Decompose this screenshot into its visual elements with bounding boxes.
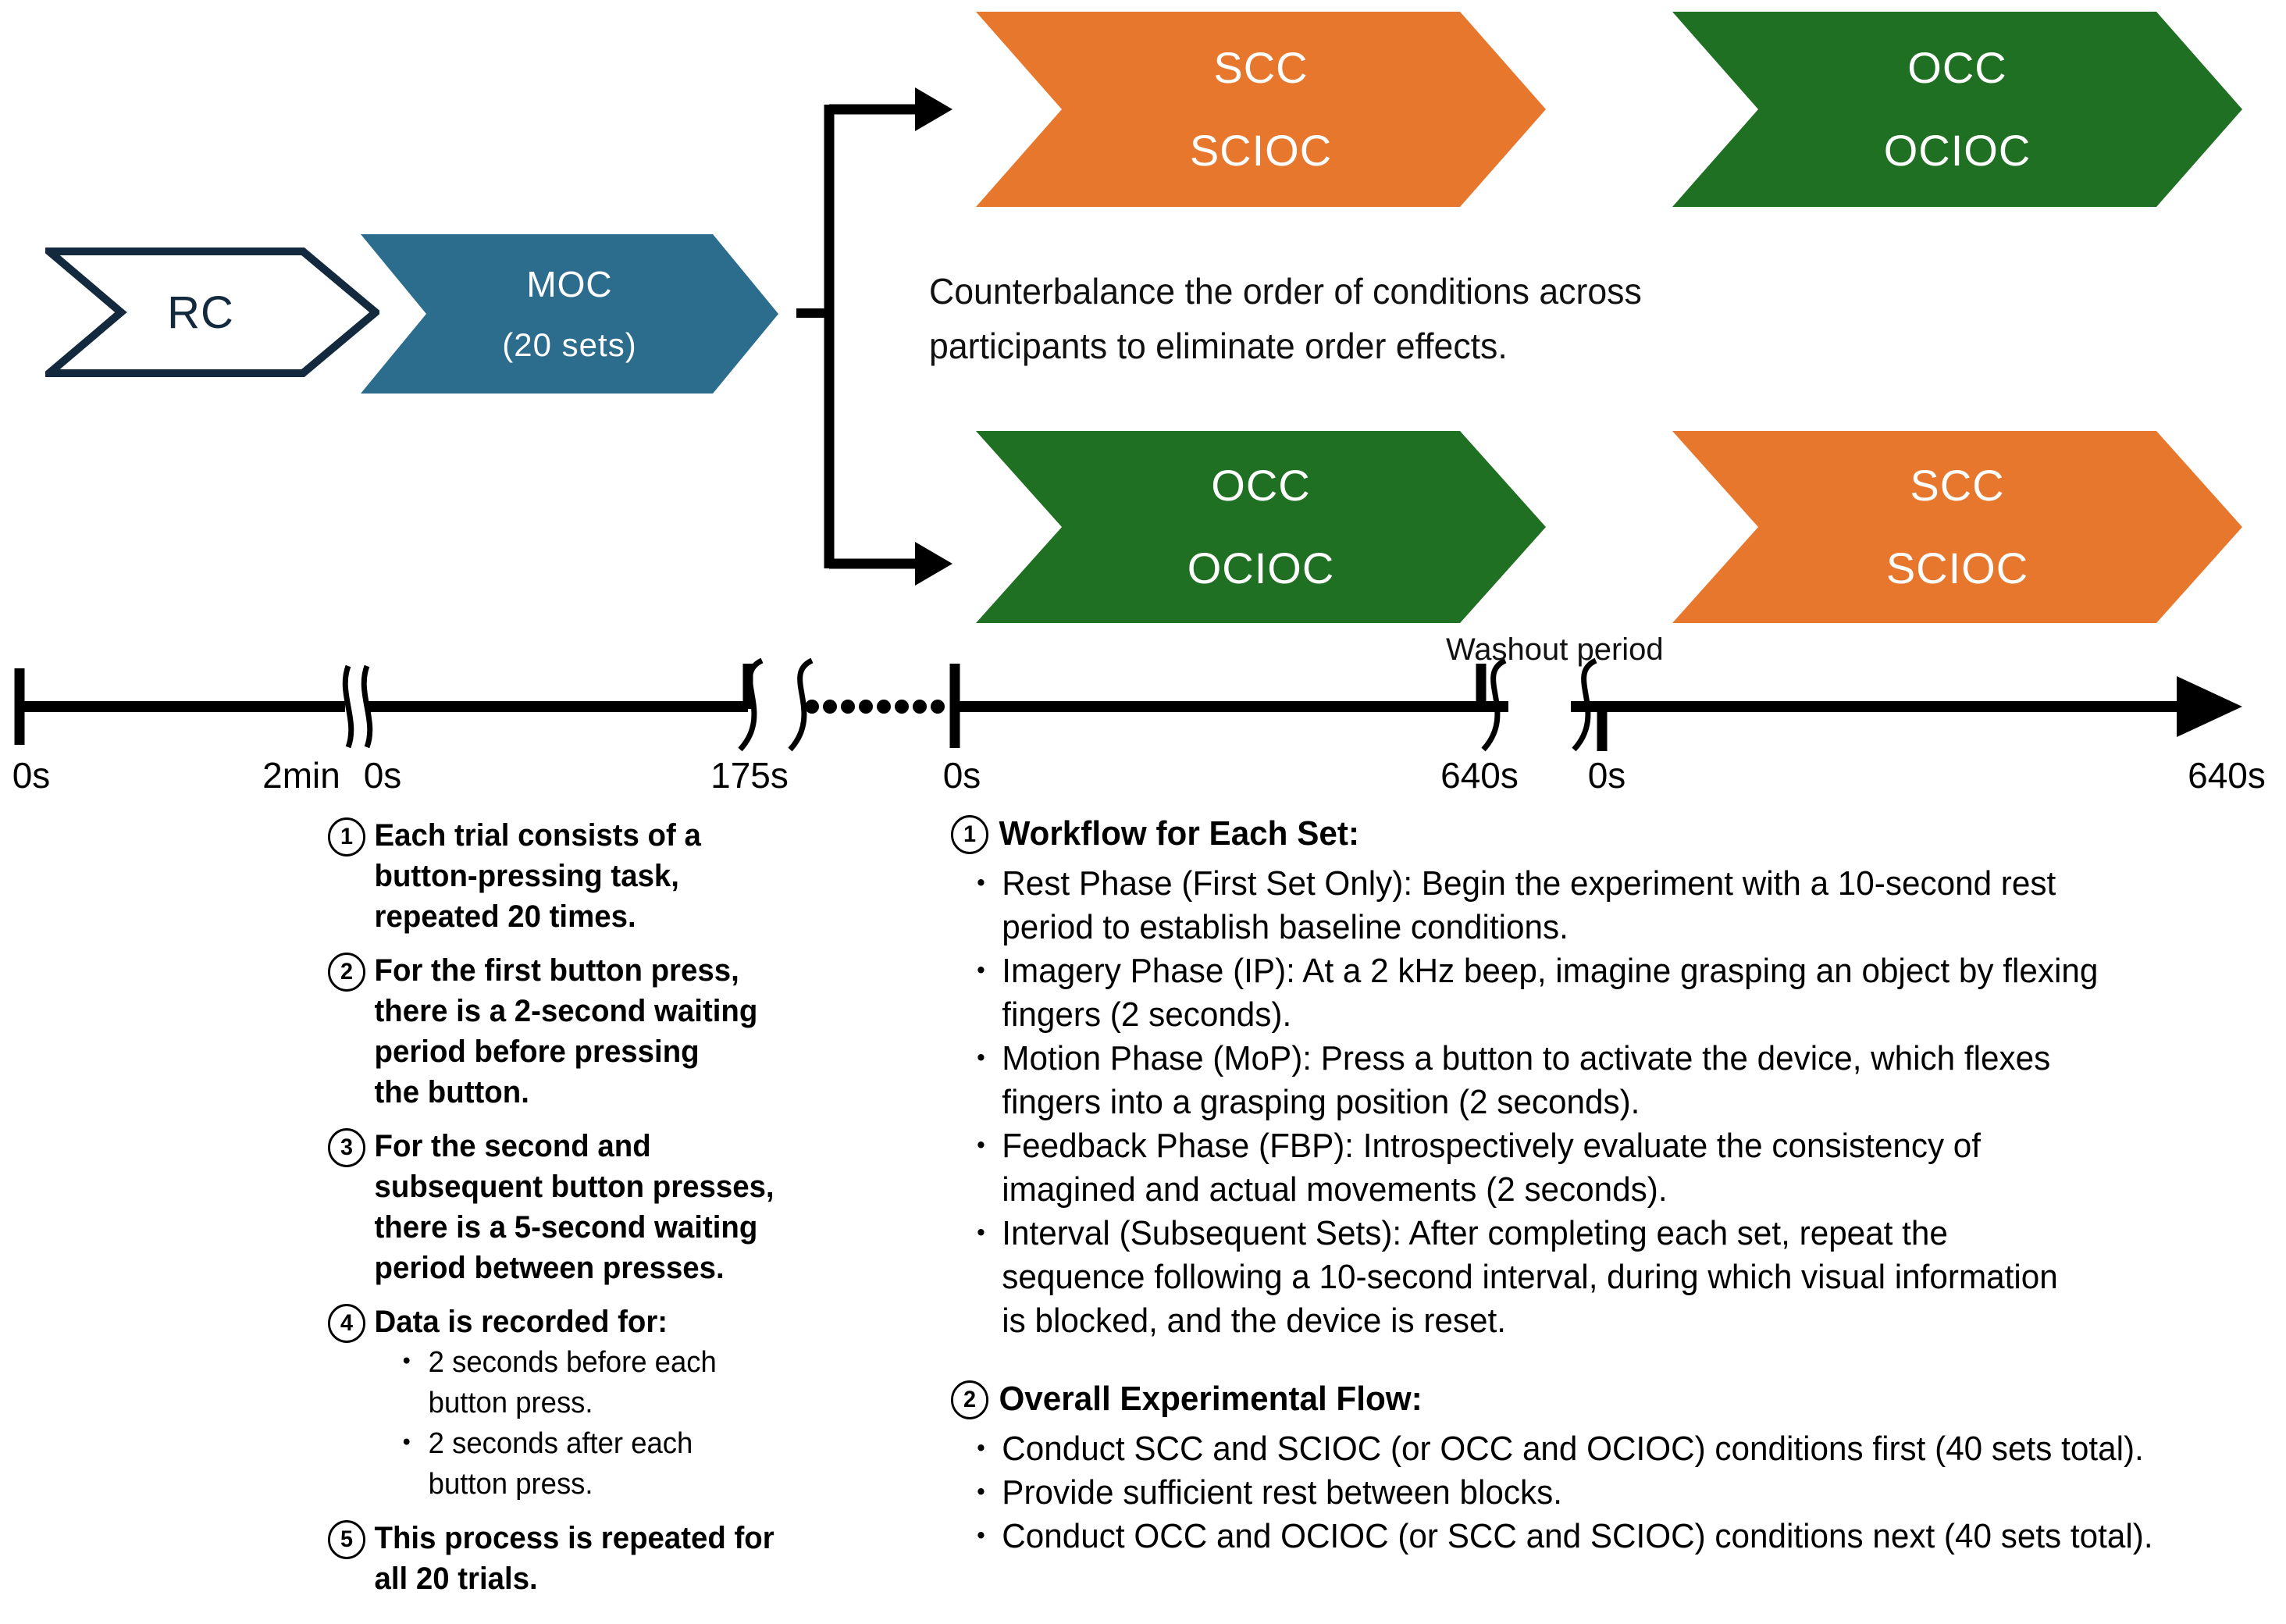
overall-flow-bullet-2: ・ Provide sufficient rest between blocks… bbox=[951, 1471, 2229, 1515]
overall-flow-heading: Overall Experimental Flow: bbox=[999, 1380, 1423, 1418]
circled-number-2: 2 bbox=[951, 1380, 988, 1419]
bullet-icon: ・ bbox=[966, 1476, 996, 1510]
top-first-condition-line1: SCC bbox=[1213, 43, 1309, 92]
workflow-bullet-imagery-phase-text: Imagery Phase (IP): At a 2 kHz beep, ima… bbox=[1002, 952, 2099, 1034]
timeline-dots bbox=[805, 700, 945, 714]
workflow-bullet-imagery-phase: ・ Imagery Phase (IP): At a 2 kHz beep, i… bbox=[951, 949, 2229, 1037]
note-4-bullet-1-text: 2 seconds before each button press. bbox=[428, 1346, 717, 1419]
timeline-label-640s-a: 640s bbox=[1440, 755, 1519, 796]
workflow-bullet-interval: ・ Interval (Subsequent Sets): After comp… bbox=[951, 1212, 2229, 1343]
workflow-bullet-interval-text: Interval (Subsequent Sets): After comple… bbox=[1002, 1214, 2058, 1340]
bullet-icon: ・ bbox=[392, 1427, 422, 1460]
circled-number-1: 1 bbox=[328, 817, 365, 857]
top-first-condition-arrow: SCC SCIOC bbox=[976, 12, 1546, 207]
workflow-heading: Workflow for Each Set: bbox=[999, 814, 1360, 853]
workflow-bullet-rest-phase-text: Rest Phase (First Set Only): Begin the e… bbox=[1002, 864, 2056, 946]
circled-number-5: 5 bbox=[328, 1520, 365, 1559]
branch-arrowhead-top bbox=[915, 87, 952, 131]
bottom-second-condition-arrow: SCC SCIOC bbox=[1672, 431, 2242, 623]
workflow-bullet-motion-phase-text: Motion Phase (MoP): Press a button to ac… bbox=[1002, 1039, 2051, 1121]
note-text-2: For the first button press, there is a 2… bbox=[374, 953, 758, 1109]
branch-connector bbox=[796, 104, 917, 569]
circled-number-3: 3 bbox=[328, 1128, 365, 1167]
axis-squiggles bbox=[738, 657, 1597, 752]
bullet-icon: ・ bbox=[966, 1519, 996, 1554]
bullet-icon: ・ bbox=[966, 954, 996, 988]
overall-flow-bullet-3-text: Conduct OCC and OCIOC (or SCC and SCIOC)… bbox=[1002, 1517, 2153, 1555]
moc-arrow: MOC (20 sets) bbox=[361, 234, 778, 394]
circled-number-2: 2 bbox=[328, 953, 365, 992]
timeline-label-2min: 2min bbox=[262, 755, 340, 796]
workflow-bullet-motion-phase: ・ Motion Phase (MoP): Press a button to … bbox=[951, 1037, 2229, 1124]
timeline-label-0s-a: 0s bbox=[12, 755, 51, 796]
timeline-label-175s: 175s bbox=[710, 755, 789, 796]
top-first-condition-line2: SCIOC bbox=[1189, 126, 1333, 175]
timeline-label-0s-c: 0s bbox=[942, 755, 981, 796]
note-4-bullet-2: ・ 2 seconds after each button press. bbox=[375, 1423, 717, 1505]
timeline-label-0s-b: 0s bbox=[363, 755, 402, 796]
bottom-first-condition-line1: OCC bbox=[1211, 461, 1311, 510]
circled-number-1: 1 bbox=[951, 815, 988, 854]
overall-flow-bullet-2-text: Provide sufficient rest between blocks. bbox=[1002, 1473, 1562, 1512]
top-second-condition-arrow: OCC OCIOC bbox=[1672, 12, 2242, 207]
note-item-3: 3 For the second and subsequent button p… bbox=[328, 1126, 823, 1288]
overall-flow-bullet-1: ・ Conduct SCC and SCIOC (or OCC and OCIO… bbox=[951, 1427, 2229, 1471]
bullet-icon: ・ bbox=[966, 1432, 996, 1466]
moc-arrow-label: MOC bbox=[526, 264, 613, 304]
bullet-icon: ・ bbox=[392, 1346, 422, 1379]
workflow-notes-column: 1 Workflow for Each Set: ・ Rest Phase (F… bbox=[951, 812, 2229, 1558]
axis-break-marks bbox=[342, 664, 373, 749]
note-item-5: 5 This process is repeated for all 20 tr… bbox=[328, 1518, 823, 1599]
bullet-icon: ・ bbox=[966, 867, 996, 901]
counterbalance-note: Counterbalance the order of conditions a… bbox=[929, 271, 1642, 366]
bullet-icon: ・ bbox=[966, 1042, 996, 1076]
rc-arrow-label: RC bbox=[167, 287, 234, 338]
overall-flow-bullet-3: ・ Conduct OCC and OCIOC (or SCC and SCIO… bbox=[951, 1515, 2229, 1558]
top-second-condition-line2: OCIOC bbox=[1883, 126, 2031, 175]
note-text-4: Data is recorded for: bbox=[374, 1305, 668, 1339]
note-item-2: 2 For the first button press, there is a… bbox=[328, 950, 823, 1113]
overall-flow-heading-row: 2 Overall Experimental Flow: bbox=[951, 1377, 2229, 1421]
note-text-5: This process is repeated for all 20 tria… bbox=[374, 1521, 774, 1596]
note-4-bullet-2-text: 2 seconds after each button press. bbox=[428, 1427, 693, 1501]
bottom-first-condition-line2: OCIOC bbox=[1187, 543, 1335, 593]
note-text-3: For the second and subsequent button pre… bbox=[374, 1129, 774, 1285]
rc-arrow: RC bbox=[45, 246, 379, 379]
moc-arrow-sublabel: (20 sets) bbox=[502, 326, 637, 363]
bullet-icon: ・ bbox=[966, 1129, 996, 1163]
workflow-heading-row: 1 Workflow for Each Set: bbox=[951, 812, 2229, 856]
note-item-4: 4 Data is recorded for: ・ 2 seconds befo… bbox=[328, 1302, 823, 1505]
workflow-bullet-feedback-phase: ・ Feedback Phase (FBP): Introspectively … bbox=[951, 1124, 2229, 1212]
bullet-icon: ・ bbox=[966, 1216, 996, 1251]
note-4-bullet-1: ・ 2 seconds before each button press. bbox=[375, 1342, 717, 1423]
workflow-bullet-feedback-phase-text: Feedback Phase (FBP): Introspectively ev… bbox=[1002, 1127, 1982, 1209]
note-text-1: Each trial consists of a button-pressing… bbox=[374, 818, 701, 934]
circled-number-4: 4 bbox=[328, 1304, 365, 1343]
washout-period-label: Washout period bbox=[1446, 632, 1664, 667]
timeline-label-0s-d: 0s bbox=[1587, 755, 1626, 796]
bottom-first-condition-arrow: OCC OCIOC bbox=[976, 431, 1546, 623]
timeline-arrowhead bbox=[2177, 676, 2242, 737]
bottom-second-condition-line2: SCIOC bbox=[1885, 543, 2029, 593]
rc-arrow-shape bbox=[45, 248, 379, 377]
overall-flow-bullet-1-text: Conduct SCC and SCIOC (or OCC and OCIOC)… bbox=[1002, 1430, 2144, 1468]
bottom-second-condition-line1: SCC bbox=[1910, 461, 2005, 510]
workflow-bullet-rest-phase: ・ Rest Phase (First Set Only): Begin the… bbox=[951, 862, 2229, 949]
note-item-1: 1 Each trial consists of a button-pressi… bbox=[328, 815, 823, 937]
top-second-condition-line1: OCC bbox=[1907, 43, 2007, 92]
branch-arrowhead-bottom bbox=[915, 542, 952, 586]
timeline-label-640s-b: 640s bbox=[2188, 755, 2266, 796]
trial-notes-column: 1 Each trial consists of a button-pressi… bbox=[328, 815, 823, 1612]
